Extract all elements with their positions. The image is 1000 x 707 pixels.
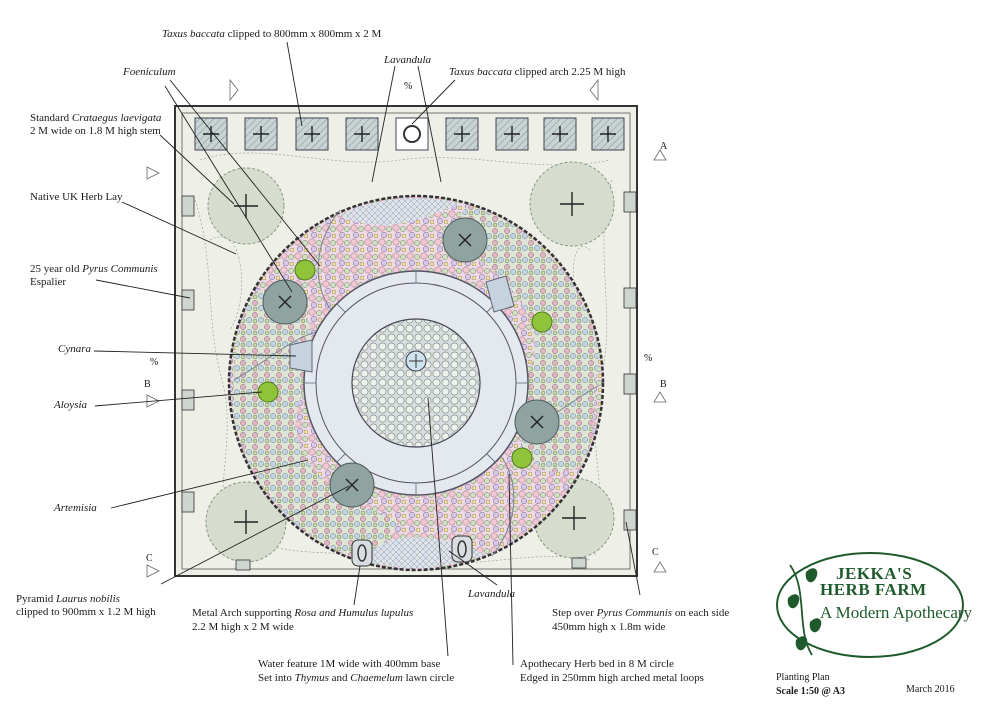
label-taxus-baccata-hedge: Taxus baccata clipped to 800mm x 800mm x… (162, 28, 382, 40)
aloysia-shrub (294, 259, 316, 281)
title-block-date: March 2016 (906, 684, 955, 695)
water-feature (405, 350, 427, 372)
section-mark-d: % (404, 81, 413, 92)
label-stepover-size: 450mm high x 1.8m wide (552, 621, 666, 633)
label-laurus-size: clipped to 900mm x 1.2 M high (16, 606, 156, 618)
logo-subtitle: A Modern Apothecary (820, 603, 973, 622)
taxus-block (445, 117, 479, 151)
laurus-tree (262, 279, 308, 325)
vine-leaf-icon (805, 568, 818, 583)
aloysia-shrub (531, 311, 553, 333)
title-block-scale: Scale 1:50 @ A3 (776, 686, 846, 697)
section-mark-b-right: B (660, 379, 667, 390)
title-block-title: Planting Plan (776, 672, 830, 683)
label-apothecary-edging: Edged in 250mm high arched metal loops (520, 672, 704, 684)
label-lavandula-bottom: Lavandula (468, 588, 516, 600)
cynara-planting (289, 339, 313, 373)
label-apothecary-bed: Apothecary Herb bed in 8 M circle (520, 658, 674, 670)
taxus-block (543, 117, 577, 151)
label-crataegus: Standard Crataegus laevigata (30, 112, 162, 124)
laurus-tree (514, 399, 560, 445)
label-native-herb-lay: Native UK Herb Lay (30, 191, 123, 203)
label-pyrus-espalier: 25 year old Pyrus Communis (30, 263, 158, 275)
taxus-block (345, 117, 379, 151)
section-markers (146, 78, 667, 578)
label-crataegus-size: 2 M wide on 1.8 M high stem (30, 125, 161, 137)
section-mark-f: % (644, 353, 653, 364)
label-metal-arch: Metal Arch supporting Rosa and Humulus l… (192, 607, 414, 619)
section-mark-a: A (660, 141, 668, 152)
espalier-posts (181, 191, 637, 571)
label-metal-arch-size: 2.2 M high x 2 M wide (192, 621, 294, 633)
label-pyrus-espalier-2: Espalier (30, 276, 67, 288)
label-lavandula-top: Lavandula (384, 54, 432, 66)
metal-arch (351, 535, 473, 567)
taxus-block (591, 117, 625, 151)
taxus-block (295, 117, 329, 151)
jekkas-logo (776, 552, 964, 658)
leader-lines (93, 41, 641, 666)
label-aloysia: Aloysia (54, 399, 87, 411)
section-mark-c-right: C (652, 547, 659, 558)
crataegus-tree (207, 167, 285, 245)
label-artemisia: Artemisia (54, 502, 97, 514)
taxus-arch-block (395, 117, 429, 151)
taxus-block (244, 117, 278, 151)
section-mark-e: % (150, 357, 159, 368)
label-water-feature-lawn: Set into Thymus and Chaemelum lawn circl… (258, 672, 455, 684)
taxus-block (495, 117, 529, 151)
laurus-tree (329, 462, 375, 508)
aloysia-shrub (511, 447, 533, 469)
label-cynara: Cynara (58, 343, 91, 355)
label-stepover-pyrus: Step over Pyrus Communis on each side (552, 607, 730, 619)
label-foeniculum: Foeniculum (123, 66, 176, 78)
logo-line2: HERB FARM (820, 580, 927, 599)
vine-leaf-icon (809, 618, 822, 633)
logo-line1: JEKKA'S (836, 564, 913, 583)
cynara-planting (485, 275, 515, 313)
laurus-tree (442, 217, 488, 263)
section-mark-b-left: B (144, 379, 151, 390)
vine-leaf-icon (795, 636, 808, 651)
label-water-feature: Water feature 1M wide with 400mm base (258, 658, 441, 670)
label-laurus: Pyramid Laurus nobilis (16, 593, 120, 605)
section-mark-c-left: C (146, 553, 153, 564)
vine-leaf-icon (787, 594, 800, 609)
crataegus-tree (529, 161, 615, 247)
label-taxus-arch: Taxus baccata clipped arch 2.25 M high (449, 66, 626, 78)
taxus-block-row (194, 117, 625, 151)
crataegus-tree (205, 481, 287, 563)
